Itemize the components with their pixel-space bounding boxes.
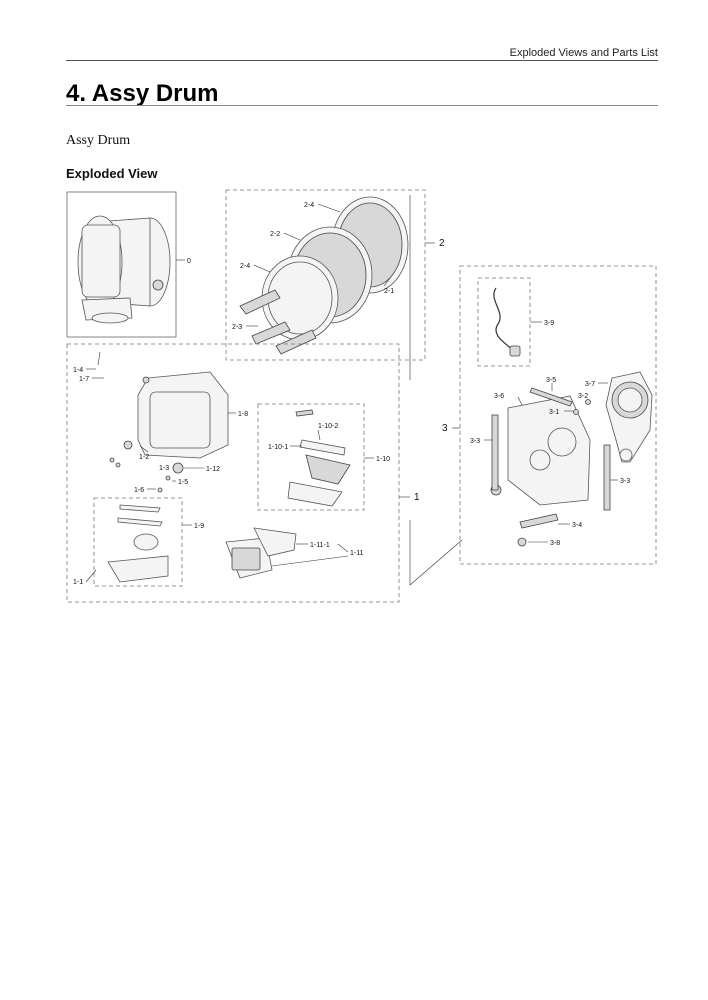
label-3-1: 3-1: [549, 409, 559, 416]
side-strip-left: [491, 414, 499, 491]
label-1-1: 1-1: [73, 579, 83, 586]
label-2-1: 2-1: [384, 288, 394, 295]
label-1-2: 1-2: [139, 454, 149, 461]
label-1-5: 1-5: [178, 479, 188, 486]
label-3-2: 3-2: [578, 393, 588, 400]
label-1-12: 1-12: [206, 466, 220, 473]
front-assembly-box: [66, 343, 400, 603]
sub-box-1-10: [257, 403, 365, 511]
sub-box-3-9: [477, 277, 531, 367]
front-panel-part: [109, 371, 229, 493]
label-1-10-1: 1-10-1: [268, 444, 288, 451]
label-1-3: 1-3: [159, 465, 169, 472]
label-1-11-1: 1-11-1: [310, 542, 330, 549]
sub-box-1-9: [93, 497, 183, 587]
label-1-7: 1-7: [79, 376, 89, 383]
drum-box: [225, 189, 426, 361]
label-3-5: 3-5: [546, 377, 556, 384]
drum-parts: [239, 196, 409, 355]
label-2-4b: 2-4: [240, 263, 250, 270]
subtitle: Assy Drum: [66, 133, 131, 148]
header-rule: [66, 60, 658, 61]
label-1-10-2: 1-10-2: [318, 423, 338, 430]
rear-panel-part: [490, 395, 591, 547]
running-header: Exploded Views and Parts List: [509, 47, 658, 59]
complete-drum-assembly: [77, 215, 171, 324]
label-1-6: 1-6: [134, 487, 144, 494]
label-3-3b: 3-3: [620, 478, 630, 485]
label-3-9: 3-9: [544, 320, 554, 327]
label-1-8: 1-8: [238, 411, 248, 418]
label-2-4a: 2-4: [304, 202, 314, 209]
lint-filter-part: [225, 527, 297, 579]
label-1-9: 1-9: [194, 523, 204, 530]
harness-part: [493, 287, 521, 357]
page-title: 4. Assy Drum: [66, 80, 219, 107]
filter-housing-part: [287, 409, 351, 507]
label-2-2: 2-2: [270, 231, 280, 238]
label-2-3: 2-3: [232, 324, 242, 331]
label-3-6: 3-6: [494, 393, 504, 400]
section-heading: Exploded View: [66, 166, 158, 181]
screw-part: [573, 409, 579, 415]
label-1-11: 1-11: [350, 550, 364, 557]
label-3: 3: [442, 423, 448, 434]
assembly-box: [66, 191, 177, 338]
rear-assembly-box: [459, 265, 657, 565]
washer-part: [585, 399, 591, 405]
title-rule: [66, 105, 658, 106]
label-3-3a: 3-3: [470, 438, 480, 445]
rear-duct-part: [605, 371, 653, 463]
label-1-10: 1-10: [376, 456, 390, 463]
label-1-4: 1-4: [73, 367, 83, 374]
label-3-4: 3-4: [572, 522, 582, 529]
label-2: 2: [439, 238, 445, 249]
label-1: 1: [414, 492, 420, 503]
label-3-8: 3-8: [550, 540, 560, 547]
duct-part: [107, 504, 169, 583]
side-strip-right: [603, 444, 611, 511]
label-3-7: 3-7: [585, 381, 595, 388]
bracket-part: [529, 387, 573, 407]
label-0: 0: [187, 258, 191, 265]
